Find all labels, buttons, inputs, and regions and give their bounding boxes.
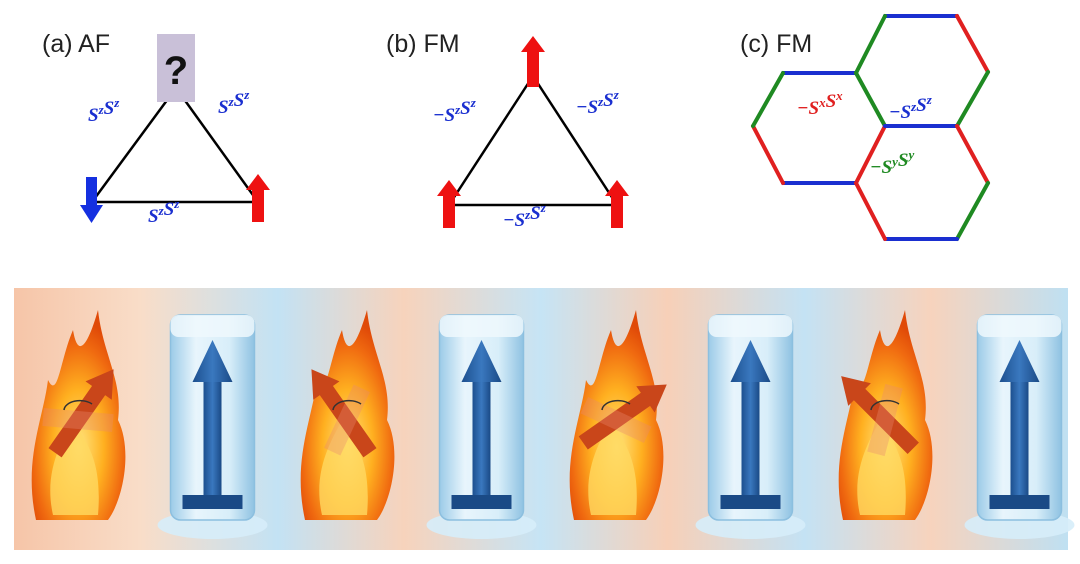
- bond-term-y: −SySy: [870, 147, 914, 178]
- panel-c: (c) FM −SxSx −SzSz −SySy: [740, 14, 990, 241]
- bond-term-right-b: −SzSz: [576, 87, 620, 118]
- question-mark: ?: [164, 49, 188, 93]
- panel-b-label: (b) FM: [386, 30, 460, 58]
- bond-term-bottom-b: −SzSz: [503, 200, 547, 231]
- fire-icon: [31, 310, 126, 520]
- bond-right-a: [174, 87, 260, 203]
- ice-block-icon: [964, 314, 1075, 539]
- ice-block-icon: [426, 314, 537, 539]
- panel-c-label: (c) FM: [740, 30, 812, 58]
- fire-icon: [300, 310, 395, 520]
- fire-icon: [838, 310, 933, 520]
- bond-term-x: −SxSx: [797, 88, 843, 119]
- arrow-up-icon: [605, 180, 629, 228]
- fire-icon: [569, 310, 667, 520]
- ice-block-icon: [695, 314, 806, 539]
- bond-term-left-b: −SzSz: [433, 95, 477, 126]
- ice-block-icon: [157, 314, 268, 539]
- bond-term-bottom-a: SzSz: [148, 196, 180, 227]
- bond-term-right-a: SzSz: [218, 87, 250, 118]
- bond-term-left-a: SzSz: [88, 95, 120, 126]
- bond-left-a: [90, 87, 178, 203]
- panel-b: (b) FM −SzSz −SzSz −SzSz: [386, 30, 629, 231]
- panel-a: (a) AF ? SzSz SzSz SzSz: [42, 30, 270, 227]
- honeycomb-lattice: [751, 14, 990, 241]
- question-box: [157, 34, 195, 102]
- fire-ice-strip: [14, 288, 1075, 550]
- bond-left-b: [447, 75, 535, 206]
- arrow-down-icon: [80, 177, 103, 223]
- bond-term-z: −SzSz: [889, 92, 933, 123]
- arrow-up-icon: [246, 174, 270, 222]
- arrow-up-icon: [437, 180, 461, 228]
- panel-a-label: (a) AF: [42, 30, 110, 58]
- arrow-up-icon: [521, 36, 545, 87]
- bond-right-b: [531, 75, 619, 206]
